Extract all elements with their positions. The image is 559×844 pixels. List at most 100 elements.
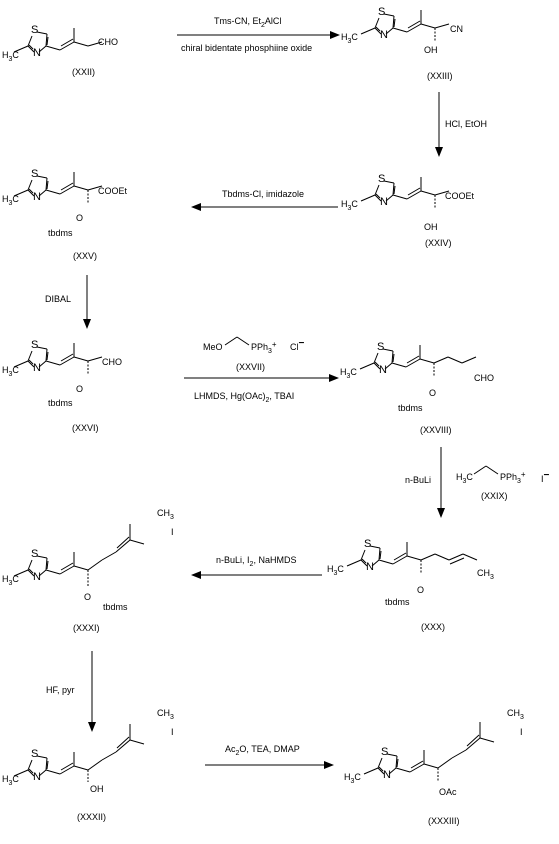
methyl-label-xxxiii: H3C — [344, 772, 361, 785]
methoxy-label: MeO — [203, 342, 223, 352]
svg-text:S: S — [31, 339, 38, 351]
reagent-step4: DIBAL — [45, 294, 71, 304]
compound-xxiii: S N CN OH — [360, 6, 463, 55]
reagent-step3: Tbdms-Cl, imidazole — [222, 189, 304, 199]
compound-label-xxiii: (XXIII) — [427, 71, 453, 81]
compound-xxiv: S N COOEt OH — [360, 173, 475, 232]
oxygen-label: O — [76, 213, 83, 223]
vinyl-methyl-label: CH3 — [157, 508, 174, 521]
thiazole-methyl-labels: H3C H3C H3C H3C H3C H3C H3C H3C H3C H3C — [2, 32, 361, 787]
svg-text:S: S — [378, 173, 385, 185]
svg-text:N: N — [383, 769, 391, 781]
methyl-label-xxviii: H3C — [340, 367, 357, 380]
svg-text:N: N — [380, 196, 388, 208]
silyl-label: tbdms — [48, 228, 73, 238]
svg-text:S: S — [381, 746, 388, 758]
arrow-step9 — [205, 761, 334, 769]
thiazole-nitrogen: N — [33, 47, 41, 59]
methyl-label-xxxi: H3C — [2, 574, 19, 587]
reagent-step1-bottom: chiral bidentate phosphiine oxide — [181, 43, 312, 53]
oxygen-label: O — [429, 388, 436, 398]
silyl-label: tbdms — [385, 597, 410, 607]
silyl-label: tbdms — [103, 602, 128, 612]
iodide-counterion: I− — [541, 470, 550, 484]
compound-label-xxviii: (XXVIII) — [420, 425, 452, 435]
svg-text:S: S — [377, 341, 384, 353]
compound-xxx: S N CH3 O tbdms — [346, 538, 494, 607]
silyl-label: tbdms — [398, 403, 423, 413]
wittig-reagent-xxix: H3C PPh3+ I− (XXIX) — [456, 465, 550, 501]
thiazole-sulfur: S — [31, 24, 38, 36]
svg-text:N: N — [33, 771, 41, 783]
chloride-counterion: Cl− — [290, 338, 305, 352]
arrow-step4 — [83, 275, 91, 329]
compound-label-xxii: (XXII) — [72, 67, 95, 77]
terminal-methyl-label: CH3 — [477, 568, 494, 581]
oxygen-label: O — [76, 384, 83, 394]
svg-text:N: N — [380, 29, 388, 41]
compound-xxii: S N CHO — [13, 24, 118, 59]
arrow-step3 — [191, 203, 338, 211]
ester-label: COOEt — [98, 186, 128, 196]
svg-text:S: S — [378, 6, 385, 18]
svg-text:N: N — [366, 561, 374, 573]
compound-label-xxvi: (XXVI) — [72, 423, 99, 433]
iodine-label: I — [520, 727, 523, 737]
methyl-label-xxxii: H3C — [2, 774, 19, 787]
reagent-step8: HF, pyr — [46, 685, 75, 695]
svg-text:N: N — [33, 191, 41, 203]
svg-text:S: S — [364, 538, 371, 550]
arrow-step8 — [88, 651, 96, 732]
aldehyde-label: CHO — [102, 357, 122, 367]
methyl-label-xxx: H3C — [327, 564, 344, 577]
methyl-label-xxiii: H3C — [341, 32, 358, 45]
arrow-step7 — [191, 571, 322, 579]
reagent-step7: n-BuLi, I2, NaHMDS — [216, 555, 296, 568]
hydroxyl-label: OH — [424, 222, 438, 232]
compound-label-xxx: (XXX) — [421, 622, 445, 632]
compound-label-xxxii: (XXXII) — [77, 812, 106, 822]
silyl-label: tbdms — [48, 398, 73, 408]
iodine-label: I — [171, 527, 174, 537]
compound-xxxiii: S N CH3 I OAc — [363, 708, 524, 797]
reagent-step5-bottom: LHMDS, Hg(OAc)2, TBAI — [194, 391, 294, 404]
phosphonium-label: PPh3+ — [251, 340, 277, 355]
compound-label-xxxiii: (XXXIII) — [428, 816, 460, 826]
compound-xxviii: S N CHO O tbdms — [359, 341, 494, 413]
oxygen-label: O — [417, 585, 424, 595]
compound-xxv: S N COOEt O tbdms — [13, 168, 128, 238]
compound-xxxi: S N CH3 I O tbdms — [13, 508, 174, 612]
aldehyde-label: CHO — [98, 37, 118, 47]
phosphonium-label: PPh3+ — [500, 470, 526, 485]
svg-text:S: S — [31, 168, 38, 180]
aldehyde-label: CHO — [474, 373, 494, 383]
ethyl-methyl-label: H3C — [456, 472, 473, 485]
compound-xxvi: S N CHO O tbdms — [13, 339, 122, 408]
svg-text:N: N — [33, 571, 41, 583]
methyl-label-xxv: H3C — [2, 194, 19, 207]
reagent-step2: HCl, EtOH — [445, 119, 487, 129]
compound-label-xxiv: (XXIV) — [425, 238, 452, 248]
svg-text:N: N — [33, 362, 41, 374]
methyl-label-xxvi: H3C — [2, 365, 19, 378]
methyl-label-xxiv: H3C — [341, 199, 358, 212]
compound-xxxii: S N CH3 I OH — [13, 708, 174, 794]
vinyl-methyl-label: CH3 — [157, 708, 174, 721]
arrow-step1 — [177, 31, 340, 39]
reagent-step6-base: n-BuLi — [405, 475, 431, 485]
iodine-label: I — [171, 727, 174, 737]
nitrile-label: CN — [450, 24, 463, 34]
arrow-step5 — [184, 374, 339, 382]
svg-text:N: N — [379, 364, 387, 376]
reagent-step9: Ac2O, TEA, DMAP — [225, 744, 300, 757]
hydroxyl-label: OH — [424, 45, 438, 55]
methyl-label-xxii: H3C — [2, 50, 19, 63]
thiazole-ring-xxii: S N — [13, 24, 49, 59]
arrow-step6 — [437, 447, 445, 518]
svg-text:S: S — [31, 748, 38, 760]
svg-text:S: S — [31, 548, 38, 560]
wittig-reagent-xxvii: MeO PPh3+ Cl− (XXVII) — [203, 336, 305, 372]
reagent-label-xxix: (XXIX) — [481, 491, 508, 501]
compound-label-xxxi: (XXXI) — [73, 623, 100, 633]
